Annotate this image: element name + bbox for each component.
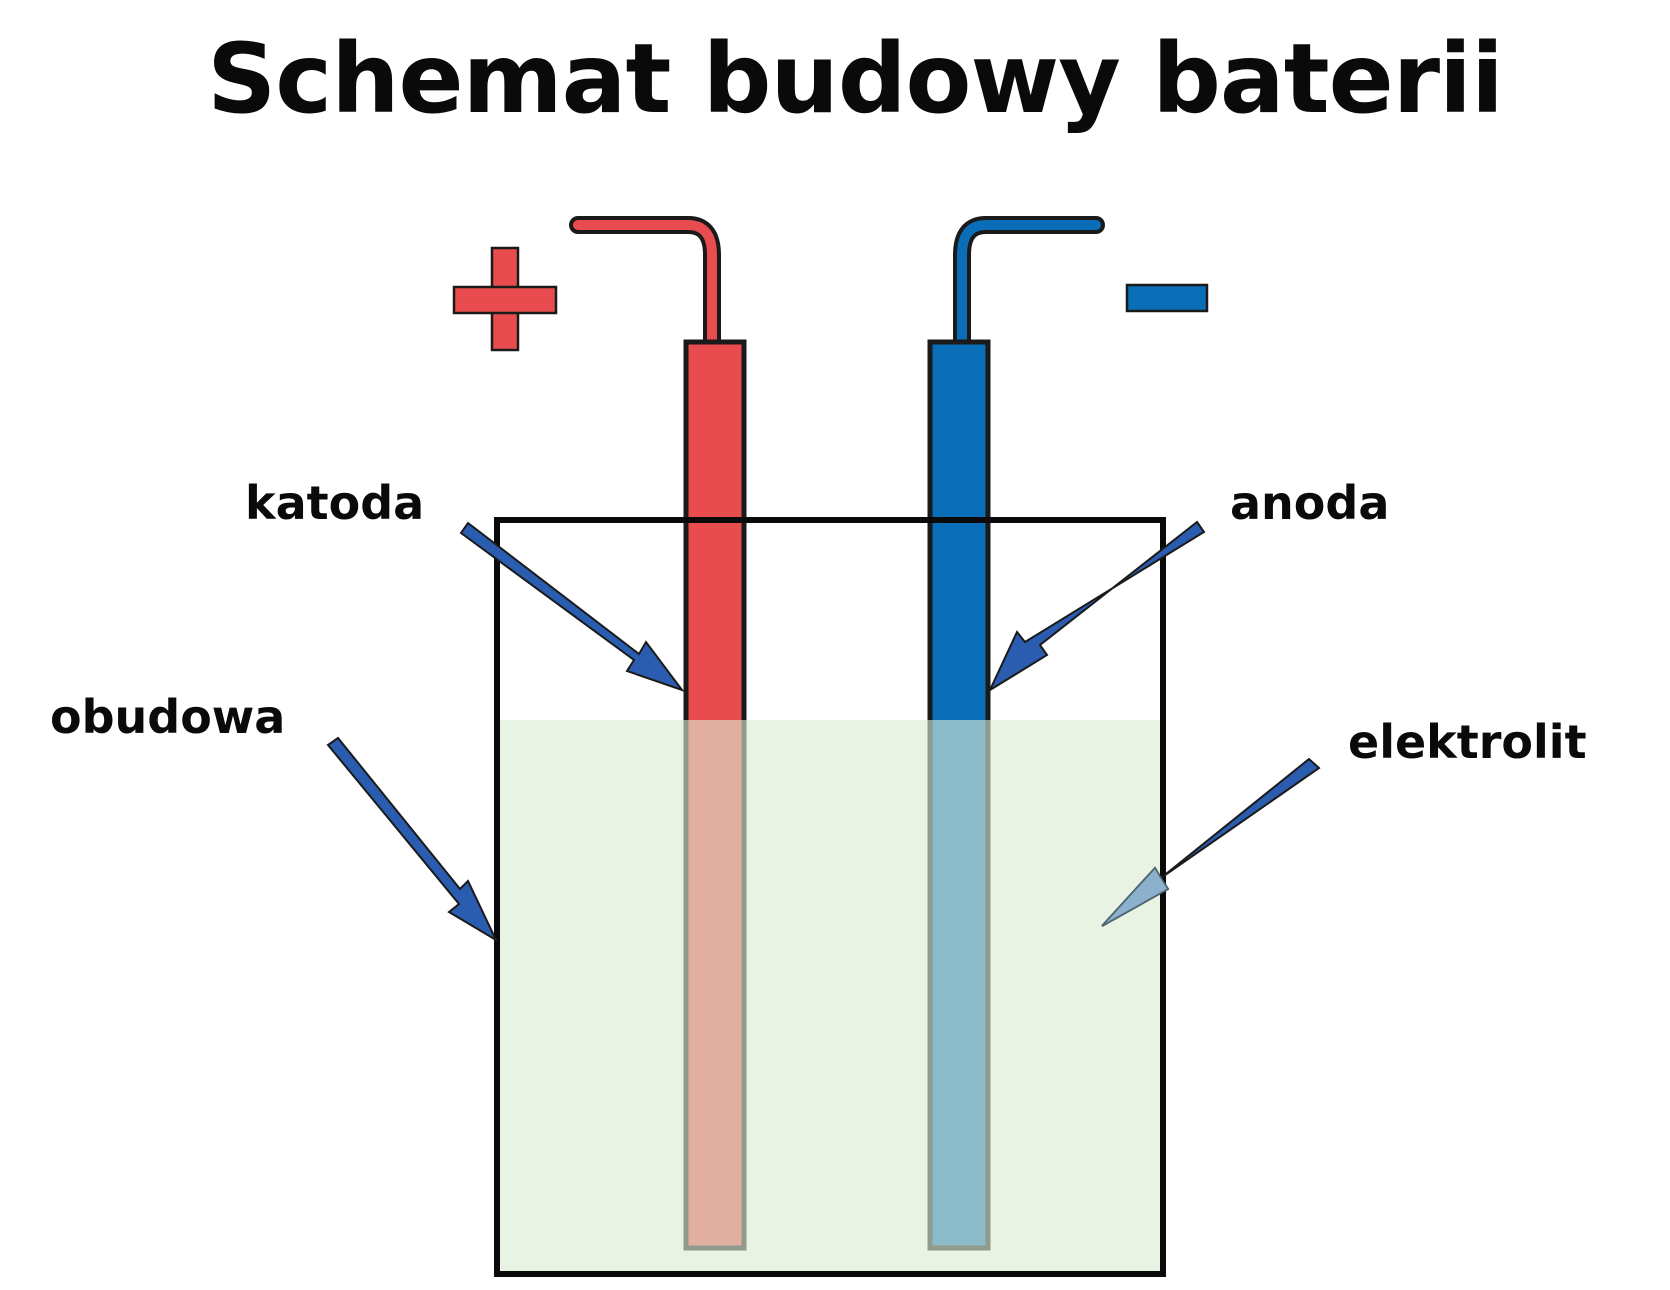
electrolyte-liquid xyxy=(500,720,1160,1272)
diagram-title: Schemat budowy baterii xyxy=(207,23,1503,135)
cathode-arrow xyxy=(459,521,685,693)
anode-arrow xyxy=(987,520,1206,693)
battery-housing xyxy=(494,517,1166,1277)
housing-label: obudowa xyxy=(50,690,285,744)
minus-sign-icon xyxy=(1125,283,1209,313)
housing-arrow xyxy=(326,736,499,943)
electrolyte-label: elektrolit xyxy=(1348,715,1587,769)
plus-sign-icon xyxy=(452,246,558,352)
cathode-label: katoda xyxy=(245,476,424,530)
electrolyte-arrow-head-overlay xyxy=(1101,866,1170,927)
cathode-wire xyxy=(569,216,721,354)
anode-wire xyxy=(953,216,1105,354)
anode-label: anoda xyxy=(1230,476,1389,530)
